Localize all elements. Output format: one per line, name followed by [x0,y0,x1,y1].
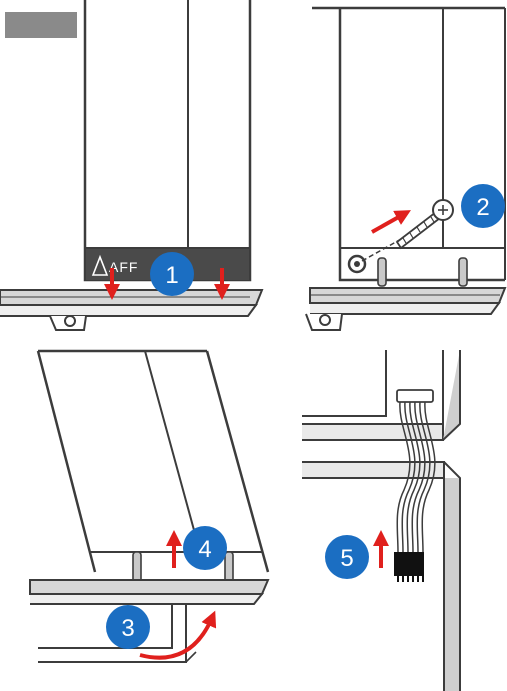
panel-step-1: AFF 1 [0,0,264,331]
step-badge-3: 3 [106,605,150,649]
rail-bracket [305,313,343,331]
screw-icon [395,199,454,250]
panel-step-3-4: 4 3 [29,349,270,663]
rail-bracket [49,315,87,331]
svg-text:1: 1 [165,262,178,289]
rail-clip [132,551,142,583]
curved-arrow-icon [139,610,217,660]
lower-bracket [38,604,197,663]
lower-shelf [302,461,461,691]
step-badge-5: 5 [325,535,369,579]
gray-label-strip [5,12,77,38]
cabinet-front [83,0,252,282]
step-badge-4: 4 [183,526,227,570]
svg-text:5: 5 [340,545,353,572]
svg-text:3: 3 [121,615,134,642]
step-badge-1: 1 [150,252,194,296]
mounting-rail [309,287,507,315]
screw-hole [347,254,367,274]
arrow-right-icon [371,210,411,234]
logo-text: AFF [109,259,138,275]
panel-step-5: 5 [302,350,461,691]
panel-step-2: 2 [305,6,507,331]
step-badge-2: 2 [461,184,505,228]
rail-clip [377,257,387,287]
ribbon-cable-icon [394,389,436,582]
svg-text:4: 4 [198,536,211,563]
svg-text:2: 2 [476,194,489,221]
rail-clip [458,257,468,287]
mounting-rail [29,579,270,605]
cabinet-front-tilted [36,349,270,573]
rail-clip [224,551,234,583]
upper-shelf [302,350,461,441]
cabinet-front [312,6,506,282]
mounting-rail [0,289,264,317]
